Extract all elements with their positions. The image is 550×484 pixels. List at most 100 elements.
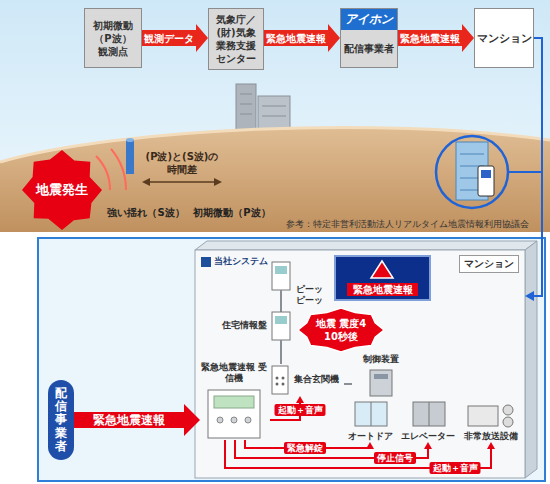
wave-arc: [111, 149, 126, 190]
receiver-button: [231, 417, 237, 423]
node-label: 気象庁／ (財)気象 業務支援 センター: [214, 13, 258, 65]
node-label: エレベーター: [399, 431, 457, 442]
building-side: [525, 241, 537, 478]
node-label: 非常放送設備: [460, 431, 522, 442]
legend-swatch: [201, 257, 211, 267]
arrow-head: [424, 442, 432, 449]
warning-logo: [371, 261, 393, 278]
edge-label: 起動＋音声: [275, 404, 326, 416]
receiver-screen: [214, 396, 254, 408]
legend: 当社システム: [201, 255, 268, 268]
weather-agency-buildings: [236, 84, 290, 132]
alert-screen: 緊急地震速報: [335, 256, 430, 300]
agency-box: 気象庁／ (財)気象 業務支援 センター: [208, 8, 264, 70]
wave-arc: [96, 156, 110, 190]
node-label: マンション: [459, 255, 519, 273]
device-slot: [374, 374, 388, 379]
data-flow-arrow: [264, 24, 340, 52]
node-label: 配信事業者: [55, 387, 67, 453]
node-label: 住宅情報盤: [205, 320, 267, 331]
connector-line: [344, 383, 352, 385]
wire: [280, 290, 282, 312]
arrow-head: [196, 24, 208, 52]
node-label: 緊急地震速報: [347, 283, 418, 296]
wave-label: 初期微動（P波）: [190, 206, 274, 220]
entrance-unit: 集合玄関機: [272, 364, 344, 396]
time-gap-arrow: [142, 178, 222, 186]
building-roof: [195, 241, 537, 250]
speaker-icon: [503, 417, 513, 427]
arrow-head: [487, 442, 495, 449]
burst-outline: [298, 308, 384, 352]
edge-label: 停止信号: [374, 452, 416, 464]
sound-label: ピーッ ピーッ: [296, 284, 328, 306]
intercom-panel: [478, 166, 494, 196]
node-body: 配信事業者: [341, 30, 397, 67]
time-gap-note: (P波)と(S波)の 時間差: [140, 150, 224, 176]
node-label: 集合玄関機: [291, 374, 342, 385]
data-flow-arrow: [142, 24, 208, 52]
leader-line: [508, 171, 542, 173]
node-label: アイホン: [341, 9, 397, 30]
wire: [281, 340, 282, 364]
arrow-head: [328, 24, 340, 52]
mansion-icon: [456, 142, 494, 200]
receiver-button: [245, 417, 251, 423]
sky: [0, 0, 550, 232]
arrow-head: [366, 442, 374, 449]
event-label: 地震発生: [34, 182, 90, 198]
edge-label: 観測データ: [143, 32, 195, 45]
connector-line: [280, 340, 282, 364]
office-building: [258, 96, 290, 132]
housing-panel: 住宅情報盤: [205, 312, 292, 340]
arrow-head: [184, 404, 200, 436]
arrow-head: [214, 178, 222, 186]
window-row: [240, 94, 252, 95]
distributor-box: アイホン配信事業者: [340, 8, 398, 68]
receiver-device: [208, 390, 260, 438]
window-row: [240, 114, 252, 115]
panel-screen: [481, 170, 491, 178]
auto-door: オートドア: [345, 400, 397, 442]
device-screen: [275, 316, 287, 324]
floor-line: [460, 154, 484, 155]
edge-label: 緊急地震速報: [92, 413, 166, 428]
receiver-button: [217, 417, 223, 423]
source-note: 参考：特定非営利活動法人リアルタイム地震情報利用協議会: [276, 218, 538, 231]
connector-line: [533, 38, 542, 296]
device-screen: [275, 266, 287, 274]
arrow-head: [525, 291, 534, 301]
keypad-dot: [276, 383, 279, 386]
elevator: エレベーター: [399, 400, 459, 442]
arrow-head: [142, 178, 150, 186]
wire: [344, 384, 352, 385]
keypad-dot: [282, 383, 285, 386]
receiver-unit: 緊急地震速報 受信機: [200, 362, 270, 440]
edge-label: 緊急解錠: [284, 442, 326, 454]
display-screen: [335, 256, 430, 300]
control-unit-device: [370, 370, 392, 396]
speaker-icon: [503, 405, 513, 415]
legend-entry: 当社システム: [201, 255, 268, 268]
node-label: 緊急地震速報 受信機: [200, 362, 268, 384]
edge-label: 緊急地震速報: [265, 32, 327, 45]
mansion-box: マンション: [474, 8, 534, 68]
window-row: [262, 116, 286, 117]
pillar-body: [126, 140, 134, 174]
alert-feed-arrow: [74, 404, 200, 436]
node-label: 初期微動 （P波） 観測点: [91, 19, 135, 58]
entrance-unit-device: [272, 366, 288, 394]
edge-label: 緊急地震速報: [399, 32, 461, 45]
alert-burst: 地震 震度4 10秒後: [298, 308, 384, 352]
broadcast-console: [468, 406, 498, 426]
wave-label: 強い揺れ（S波）: [104, 206, 188, 220]
window-row: [240, 104, 252, 105]
distributor-pill: 配信事業者: [48, 380, 74, 460]
building-front: [195, 250, 525, 478]
housing-panel-device: [272, 262, 290, 290]
data-flow-arrow: [398, 24, 474, 52]
detail-pointer: [525, 38, 542, 301]
arrow-head: [462, 24, 474, 52]
observation-pillar: [126, 138, 134, 174]
connector-line: [74, 412, 186, 428]
